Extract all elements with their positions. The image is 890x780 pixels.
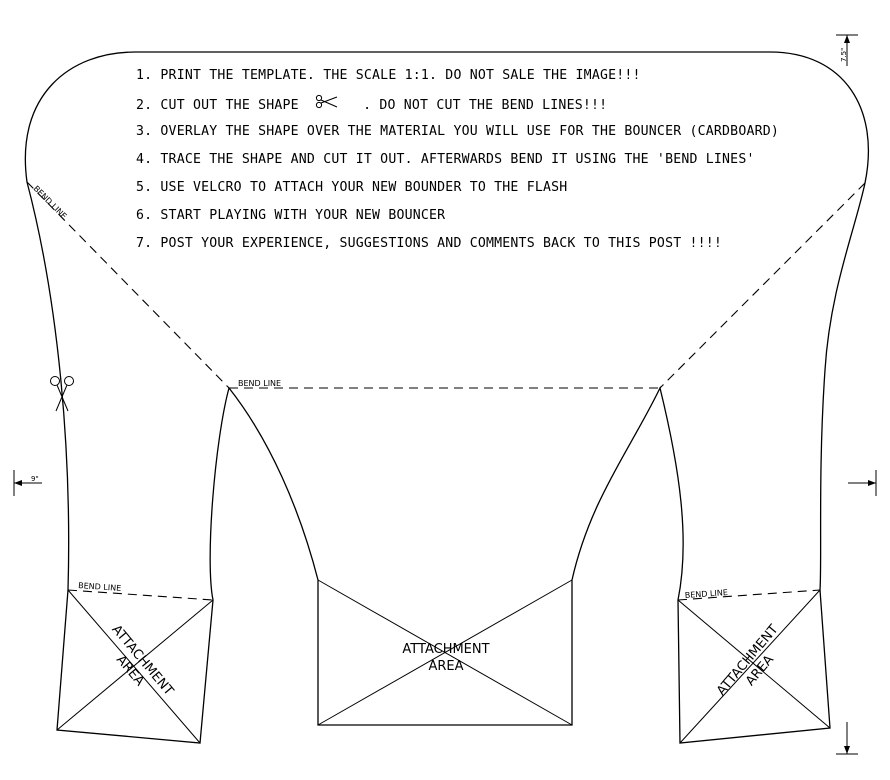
attachment-area-left: ATTACHMENT AREA (108, 622, 176, 698)
height-dimension-bottom (836, 722, 858, 755)
template-outline (24, 51, 870, 744)
instruction-step-3: 3. OVERLAY THE SHAPE OVER THE MATERIAL Y… (136, 124, 780, 139)
width-dimension-left: 9" (13, 470, 42, 496)
instruction-step-6: 6. START PLAYING WITH YOUR NEW BOUNCER (136, 208, 446, 223)
instruction-step-7: 7. POST YOUR EXPERIENCE, SUGGESTIONS AND… (136, 236, 723, 251)
bend-line-label-top-left: BEND LINE (32, 184, 69, 221)
bend-line-label-center: BEND LINE (238, 379, 281, 388)
width-dimension-right (848, 470, 877, 496)
bend-line-right-tab (677, 589, 821, 601)
attachment-area-center: ATTACHMENT AREA (402, 642, 489, 674)
scissors-icon (50, 376, 74, 412)
instructions-list: 1. PRINT THE TEMPLATE. THE SCALE 1:1. DO… (136, 66, 779, 262)
instruction-step-5: 5. USE VELCRO TO ATTACH YOUR NEW BOUNDER… (136, 180, 568, 195)
height-dimension-top: 7.5" (836, 34, 858, 66)
scissors-icon (315, 94, 338, 109)
bend-line-label-left-tab: BEND LINE (78, 581, 122, 593)
svg-text:ATTACHMENT: ATTACHMENT (402, 642, 489, 657)
bend-line-left-tab (67, 589, 214, 601)
bend-line-left-diagonal (26, 181, 230, 389)
instruction-step-2-part-1: 2. CUT OUT THE SHAPE (136, 98, 299, 113)
instruction-step-2: 2. CUT OUT THE SHAPE . DO NOT CUT THE BE… (136, 94, 779, 122)
svg-text:AREA: AREA (428, 659, 463, 674)
bend-line-right-diagonal (659, 182, 866, 389)
bend-line-label-right-tab: BEND LINE (685, 588, 729, 600)
attachment-area-right: ATTACHMENT AREA (714, 622, 782, 698)
svg-text:9": 9" (31, 475, 39, 483)
instruction-step-1: 1. PRINT THE TEMPLATE. THE SCALE 1:1. DO… (136, 68, 641, 83)
instruction-step-4: 4. TRACE THE SHAPE AND CUT IT OUT. AFTER… (136, 152, 755, 167)
svg-text:7.5": 7.5" (840, 48, 848, 62)
instruction-step-2-part-2: . DO NOT CUT THE BEND LINES!!! (363, 98, 608, 113)
